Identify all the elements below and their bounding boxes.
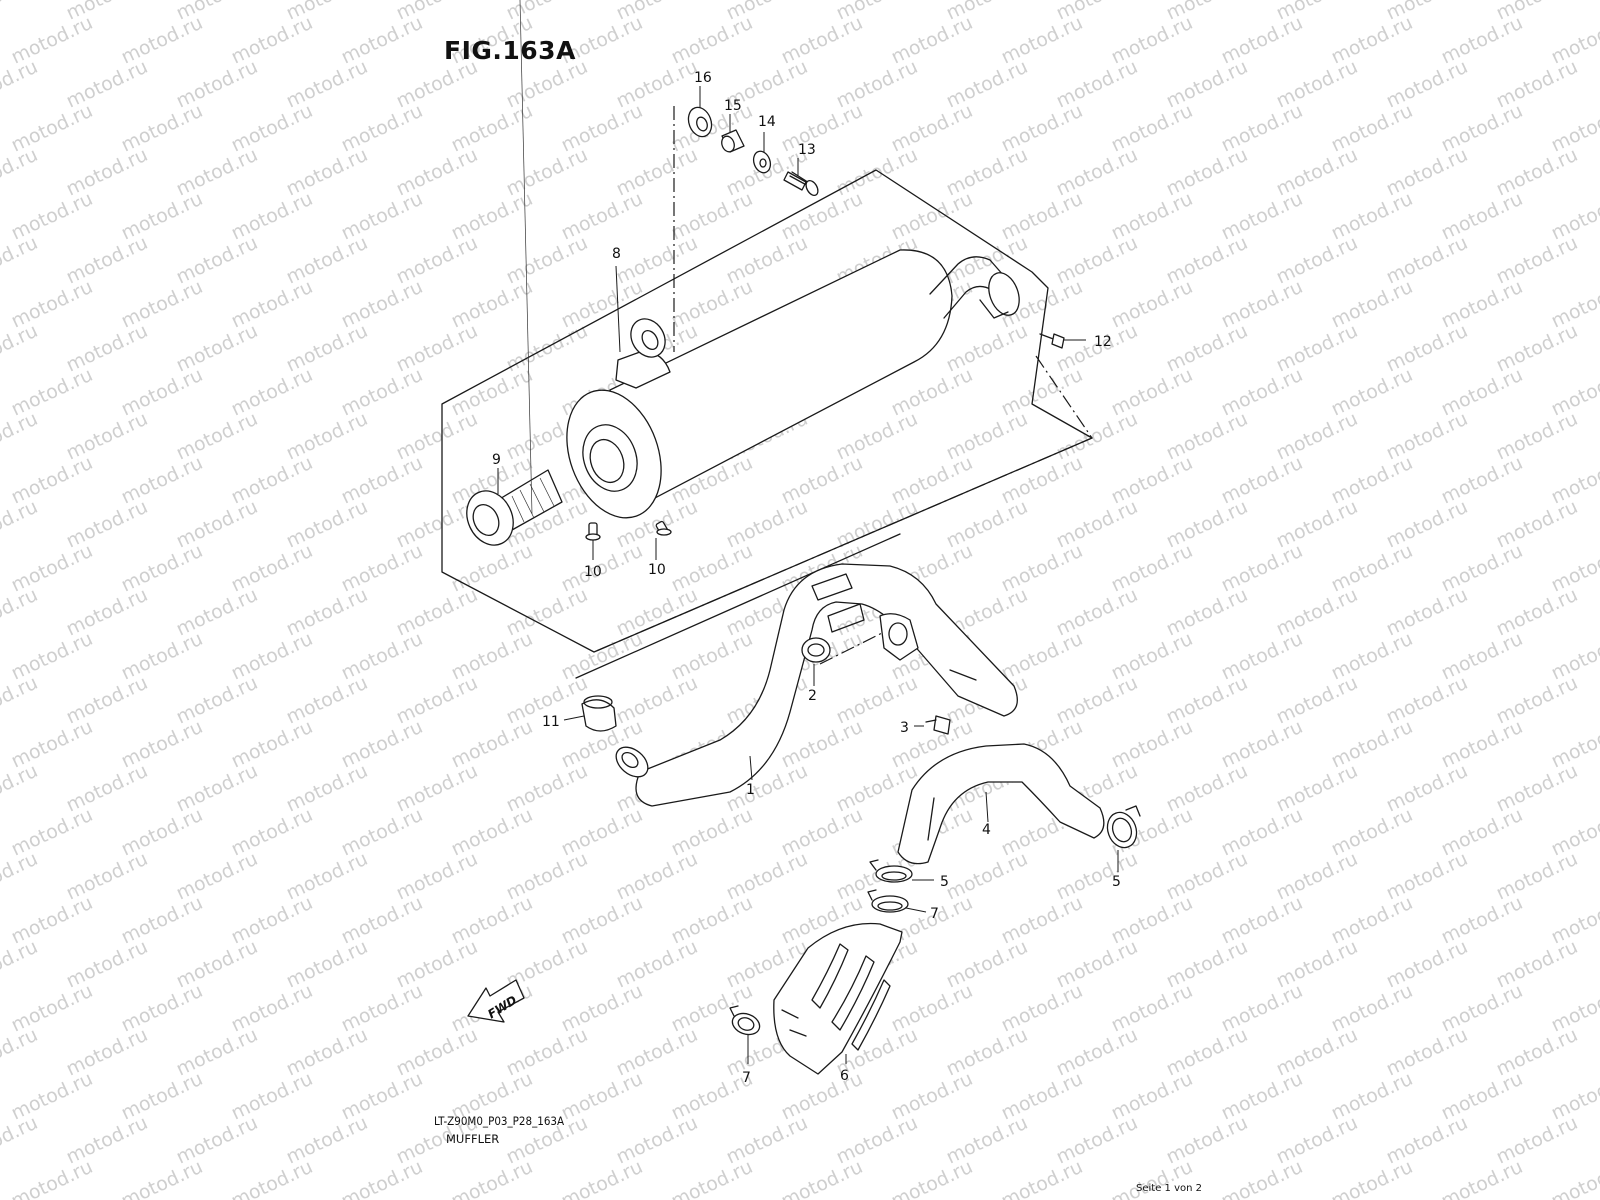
- callout-1[interactable]: 1: [746, 782, 755, 798]
- watermark-text: motod.ru: [0, 320, 41, 377]
- watermark-text: motod.ru: [1548, 1068, 1600, 1125]
- watermark-text: motod.ru: [0, 584, 41, 641]
- watermark-text: motod.ru: [0, 56, 41, 113]
- grommet-16[interactable]: [685, 104, 716, 140]
- heat-protector[interactable]: [773, 922, 903, 1075]
- page-indicator: Seite 1 von 2: [1136, 1183, 1202, 1194]
- callout-12[interactable]: 12: [1094, 334, 1112, 350]
- screw-10-right[interactable]: [655, 520, 672, 536]
- callout-9[interactable]: 9: [492, 452, 501, 468]
- watermark-text: motod.ru: [778, 1156, 866, 1200]
- callout-5-left[interactable]: 5: [940, 874, 949, 890]
- watermark-text: motod.ru: [1548, 628, 1600, 685]
- watermark-text: motod.ru: [1548, 12, 1600, 69]
- watermark-text: motod.ru: [0, 936, 41, 993]
- callout-10-right[interactable]: 10: [648, 562, 666, 578]
- washer-14[interactable]: [751, 149, 774, 175]
- watermark-text: motod.ru: [1548, 276, 1600, 333]
- callout-5-right[interactable]: 5: [1112, 874, 1121, 890]
- watermark-text: motod.ru: [338, 1156, 426, 1200]
- watermark-text: motod.ru: [1548, 892, 1600, 949]
- joint-11[interactable]: [581, 695, 617, 732]
- clamp-5-left[interactable]: [869, 859, 913, 883]
- gasket-2[interactable]: [801, 637, 831, 663]
- callout-8[interactable]: 8: [612, 246, 621, 262]
- callout-7-top[interactable]: 7: [930, 906, 939, 922]
- callout-15[interactable]: 15: [724, 98, 742, 114]
- clamp-5-right[interactable]: [1103, 805, 1142, 852]
- bolt-12[interactable]: [1039, 333, 1065, 349]
- watermark-text: motod.ru: [1548, 188, 1600, 245]
- callout-14[interactable]: 14: [758, 114, 776, 130]
- callout-16[interactable]: 16: [694, 70, 712, 86]
- exhaust-pipe[interactable]: [610, 563, 1018, 807]
- screw-10-left[interactable]: [585, 522, 601, 541]
- callout-11[interactable]: 11: [542, 714, 560, 730]
- bolt-13[interactable]: [783, 171, 820, 197]
- watermark-text: motod.ru: [0, 848, 41, 905]
- watermark-text: motod.ru: [0, 672, 41, 729]
- collar-15[interactable]: [720, 129, 745, 154]
- watermark-text: motod.ru: [0, 144, 41, 201]
- watermark-text: motod.ru: [1438, 1156, 1526, 1200]
- watermark-text: motod.ru: [1328, 1156, 1416, 1200]
- watermark-text: motod.ru: [0, 760, 41, 817]
- figure-caption: MUFFLER: [446, 1132, 500, 1146]
- callout-3[interactable]: 3: [900, 720, 909, 736]
- watermark-text: motod.ru: [558, 1156, 646, 1200]
- fwd-arrow: FWD: [467, 979, 525, 1023]
- dash-line-mid: [819, 629, 889, 665]
- watermark-text: motod.ru: [1548, 804, 1600, 861]
- watermark-text: motod.ru: [0, 1112, 41, 1169]
- callout-6[interactable]: 6: [840, 1068, 849, 1084]
- leader-lines: [497, 86, 1119, 1064]
- watermark-text: motod.ru: [1548, 452, 1600, 509]
- watermark-text: motod.ru: [1548, 980, 1600, 1037]
- figure-code: LT-Z90M0_P03_P28_163A: [434, 1114, 565, 1128]
- group-outline-lower: [575, 533, 901, 679]
- watermark-text: motod.ru: [8, 1156, 96, 1200]
- watermark-text: motod.ru: [1548, 364, 1600, 421]
- connecting-pipe[interactable]: [897, 743, 1105, 865]
- figure-title: FIG.163A: [444, 36, 576, 65]
- bolt-3[interactable]: [925, 715, 951, 735]
- watermark-text: motod.ru: [668, 1156, 756, 1200]
- callouts: 16 15 14 13 8 12 9 10 10 11 2 3 1 4 5 5 …: [492, 70, 1121, 1086]
- watermark-text: motod.ru: [0, 1024, 41, 1081]
- watermark-text: motod.ru: [0, 408, 41, 465]
- clamp-7-top[interactable]: [867, 889, 909, 913]
- clamp-7-bottom[interactable]: [729, 1005, 762, 1038]
- watermark-text: motod.ru: [0, 232, 41, 289]
- watermark-text: motod.ru: [118, 1156, 206, 1200]
- watermark-text: motod.ru: [1218, 1156, 1306, 1200]
- watermark-text: motod.ru: [448, 1156, 536, 1200]
- muffler-body[interactable]: [550, 249, 1025, 531]
- watermark-text: motod.ru: [1548, 540, 1600, 597]
- watermark-text: motod.ru: [0, 496, 41, 553]
- watermark-text: motod.ru: [888, 1156, 976, 1200]
- callout-10-left[interactable]: 10: [584, 564, 602, 580]
- callout-4[interactable]: 4: [982, 822, 991, 838]
- dash-line-right: [593, 355, 1093, 653]
- callout-13[interactable]: 13: [798, 142, 816, 158]
- callout-7-bottom[interactable]: 7: [742, 1070, 751, 1086]
- callout-2[interactable]: 2: [808, 688, 817, 704]
- watermark-text: motod.ru: [1548, 716, 1600, 773]
- watermark-text: motod.ru: [0, 0, 41, 25]
- watermark-text: motod.ru: [998, 1156, 1086, 1200]
- watermark-text: motod.ru: [1548, 1156, 1600, 1200]
- watermark-text: motod.ru: [228, 1156, 316, 1200]
- watermark-text: motod.ru: [1548, 100, 1600, 157]
- group-outline: [441, 169, 1093, 653]
- spark-arrester[interactable]: [458, 0, 563, 553]
